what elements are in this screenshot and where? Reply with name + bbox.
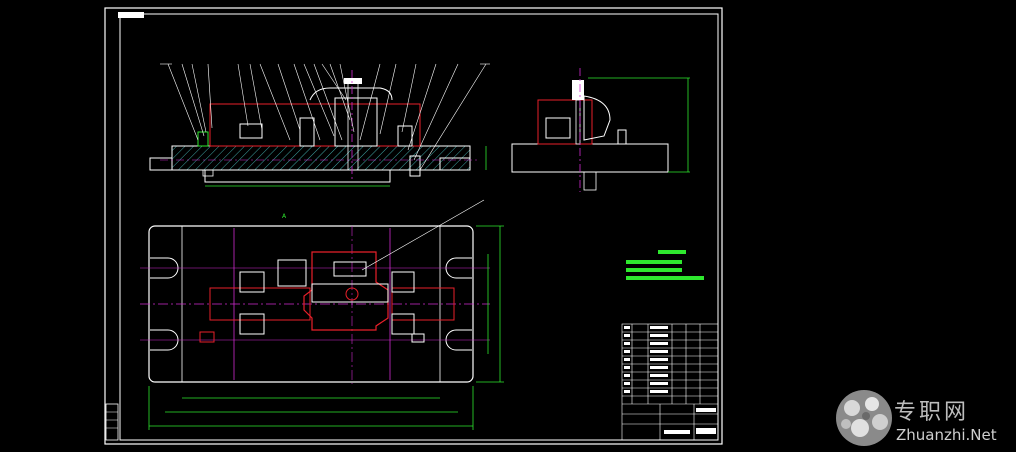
- svg-text:A: A: [282, 213, 287, 220]
- watermark-site-name: 专职网: [894, 400, 970, 425]
- front-section-view: [149, 70, 487, 187]
- title-block-parts-list: [621, 323, 719, 441]
- side-view: [511, 68, 690, 192]
- drawing-frame: [104, 7, 723, 445]
- watermark-site-url: Zhuanzhi.Net: [896, 426, 997, 444]
- part-leader-lines: [160, 63, 490, 171]
- top-view: A: [140, 199, 504, 430]
- gear-cluster-logo: [836, 390, 892, 446]
- technical-requirements: [626, 250, 704, 280]
- parts-list-fill-marks: [624, 326, 716, 434]
